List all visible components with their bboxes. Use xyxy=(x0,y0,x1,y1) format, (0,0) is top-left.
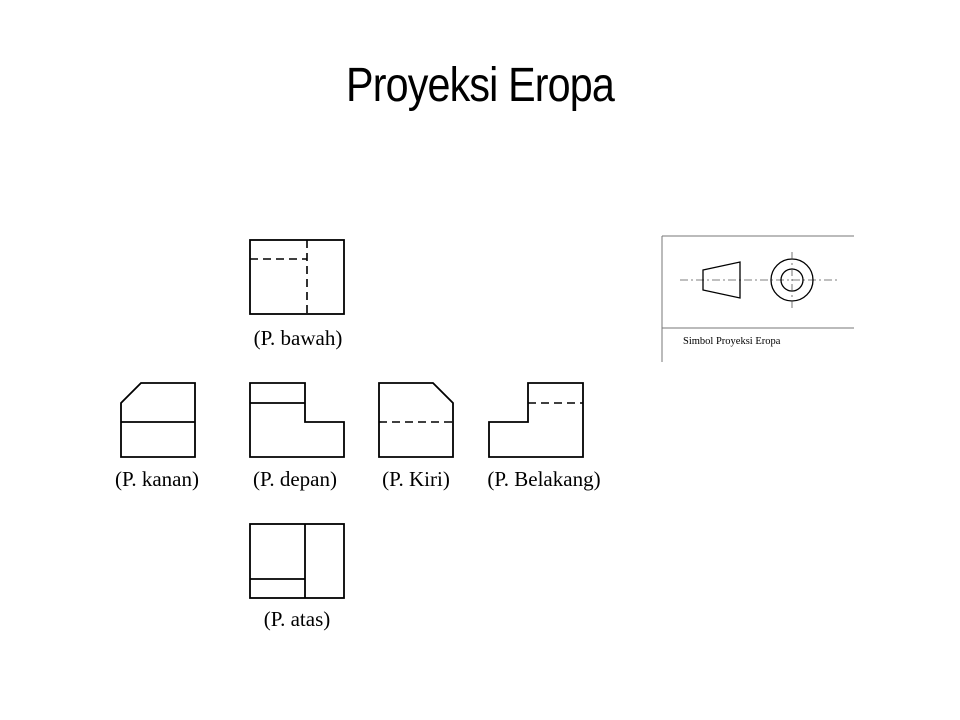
view-kiri-drawing xyxy=(378,382,454,458)
symbol-caption: Simbol Proyeksi Eropa xyxy=(683,336,781,347)
view-depan-drawing xyxy=(249,382,345,458)
label-kanan: (P. kanan) xyxy=(115,467,199,491)
label-kiri: (P. Kiri) xyxy=(382,467,450,491)
label-belakang: (P. Belakang) xyxy=(487,467,601,491)
view-belakang-drawing xyxy=(488,382,584,458)
label-depan: (P. depan) xyxy=(253,467,337,491)
atas-outline xyxy=(249,523,345,599)
depan-outline xyxy=(249,382,345,458)
label-bawah: (P. bawah) xyxy=(253,326,343,350)
view-bawah-drawing xyxy=(249,239,345,315)
projection-symbol xyxy=(660,234,854,362)
projection-symbol-drawing xyxy=(661,235,854,362)
view-kanan-drawing xyxy=(120,382,196,458)
symbol-frustum-side-view xyxy=(702,261,741,299)
belakang-outline xyxy=(488,382,584,458)
bawah-outline xyxy=(249,239,345,315)
label-atas: (P. atas) xyxy=(263,607,331,631)
slide-title: Proyeksi Eropa xyxy=(346,59,615,112)
view-atas-drawing xyxy=(249,523,345,599)
kanan-outline xyxy=(120,382,196,458)
kiri-outline xyxy=(378,382,454,458)
